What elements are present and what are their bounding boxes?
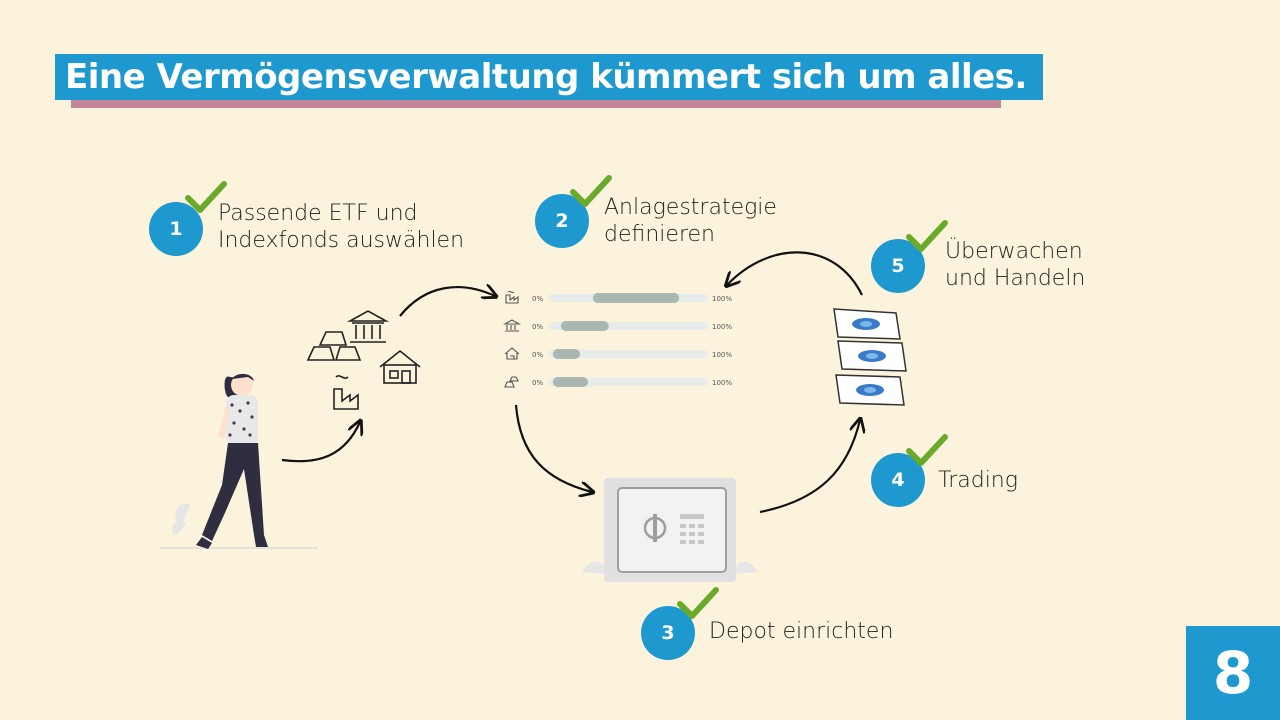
arrow-strategy-to-depot: [514, 404, 592, 492]
bar-max-label: 100%: [712, 323, 732, 331]
bank-building-icon: [346, 310, 390, 343]
page-title: Eine Vermögensverwaltung kümmert sich um…: [55, 54, 1043, 100]
bar-min-label: 0%: [532, 379, 543, 387]
house-icon: [379, 349, 421, 384]
bar-min-label: 0%: [532, 295, 543, 303]
brand-logo: 8: [1186, 626, 1280, 720]
gold-bars-icon: [306, 331, 362, 361]
step-2-label: Anlagestrategie definieren: [604, 195, 777, 247]
arrow-monitor-to-strategy: [727, 251, 863, 296]
check-icon: [570, 175, 612, 207]
check-icon: [677, 587, 719, 619]
safe-illustration: [582, 478, 758, 582]
step-4-label: Trading: [938, 468, 1018, 493]
asset-icons: [306, 310, 421, 410]
arrow-assets-to-strategy: [399, 287, 495, 317]
bar-max-label: 100%: [712, 379, 732, 387]
bar-fill: [552, 349, 580, 359]
bar-min-label: 0%: [532, 323, 543, 331]
arrow-depot-to-trading: [759, 420, 860, 514]
check-icon: [906, 434, 948, 466]
step-1-label: Passende ETF und Indexfonds auswählen: [218, 201, 465, 253]
check-icon: [185, 181, 227, 213]
bar-fill: [560, 321, 609, 331]
bar-min-label: 0%: [532, 351, 543, 359]
allocation-bars: 0% 100% 0% 100% 0% 100% 0% 100%: [502, 290, 732, 388]
step-3-badge: 3: [641, 606, 695, 660]
house-icon: [504, 347, 520, 360]
bar-track: [548, 378, 708, 386]
bar-fill: [592, 293, 680, 303]
bar-max-label: 100%: [712, 295, 732, 303]
person-illustration: [160, 373, 318, 549]
title-banner: Eine Vermögensverwaltung kümmert sich um…: [55, 54, 1043, 108]
banknotes-illustration: [833, 308, 907, 406]
bar-max-label: 100%: [712, 351, 732, 359]
bar-track: [548, 350, 708, 358]
bank-icon: [502, 319, 522, 332]
factory-icon: [333, 375, 359, 410]
gold-icon: [504, 376, 519, 388]
step-5-label: Überwachen und Handeln: [945, 239, 1086, 291]
bar-fill: [552, 377, 588, 387]
check-icon: [906, 220, 948, 252]
arrow-person-to-assets: [281, 422, 360, 463]
factory-icon: [505, 290, 519, 304]
step-1-badge: 1: [149, 202, 203, 256]
step-3-label: Depot einrichten: [709, 619, 894, 644]
